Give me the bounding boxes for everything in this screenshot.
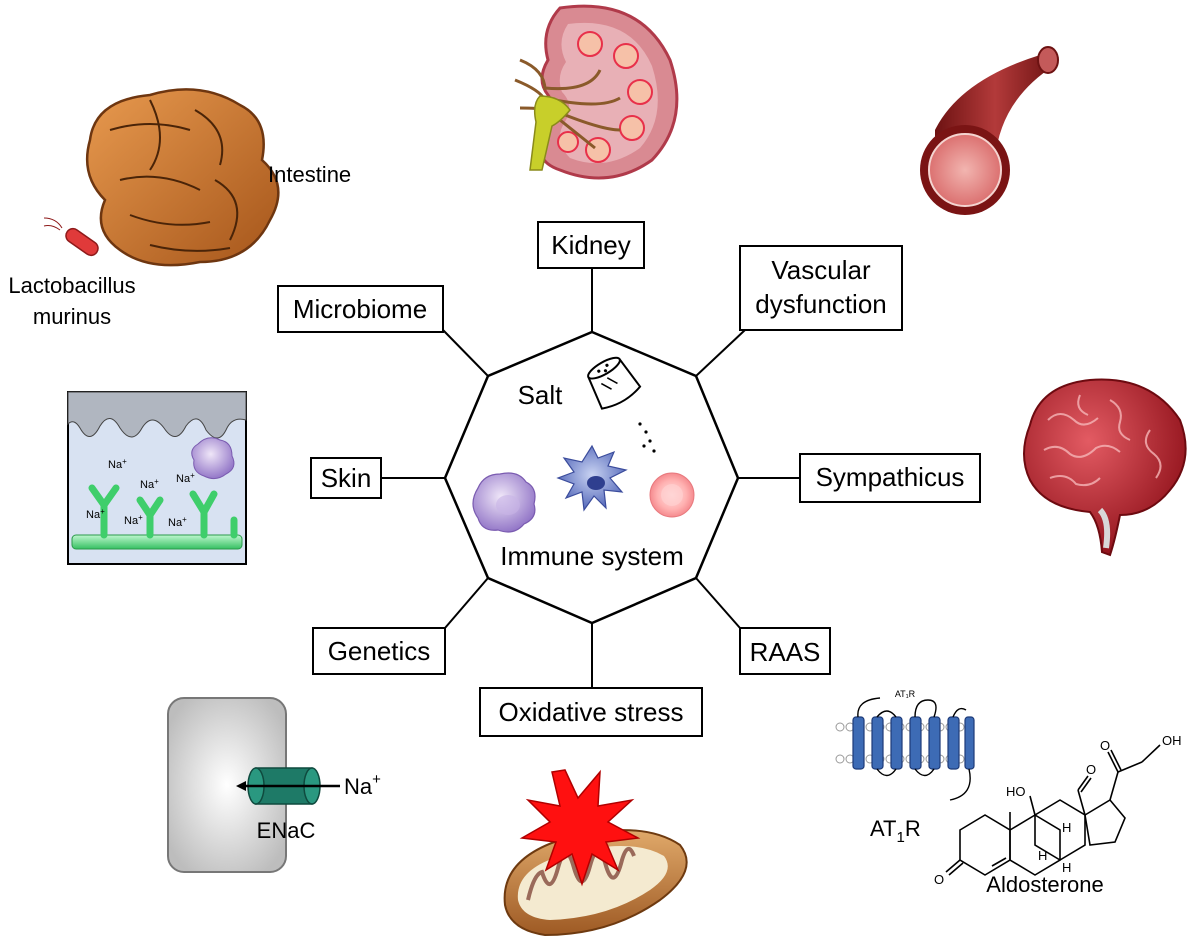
factor-genetics-box: Genetics (312, 627, 446, 675)
receptor-helices (852, 716, 975, 770)
factor-kidney-label: Kidney (551, 230, 631, 260)
factor-vascular-label-line1: Vascular (771, 255, 871, 285)
aldosterone-label: Aldosterone (986, 872, 1103, 897)
red-blood-cell-icon (649, 472, 695, 518)
factor-genetics-label: Genetics (328, 636, 431, 666)
factor-raas-box: RAAS (739, 627, 831, 675)
atom-oh: OH (1162, 733, 1182, 748)
aldosterone-structure (945, 744, 1161, 876)
atom-h-2: H (1038, 848, 1047, 863)
skin-na-2: Na+ (140, 477, 159, 491)
lymphocyte-icon (472, 472, 536, 533)
atom-o-aldehyde: O (1086, 762, 1096, 777)
factor-microbiome-label: Microbiome (293, 294, 427, 324)
factor-skin-label: Skin (321, 463, 372, 493)
kidney-illustration (514, 4, 679, 180)
salt-label: Salt (518, 380, 564, 410)
atom-ho: HO (1006, 784, 1026, 799)
factor-skin-box: Skin (310, 457, 382, 499)
factor-raas-label: RAAS (750, 637, 821, 667)
atom-o-side: O (1100, 738, 1110, 753)
enac-illustration: Na+ ENaC (167, 697, 381, 873)
factor-microbiome-box: Microbiome (277, 285, 444, 333)
atom-o-ketone: O (934, 872, 944, 887)
skin-na-6: Na+ (168, 515, 187, 529)
factor-vascular-box: Vascular dysfunction (739, 245, 903, 331)
spokes (381, 268, 800, 688)
skin-na-1: Na+ (108, 457, 127, 471)
factor-sympathicus-label: Sympathicus (816, 462, 965, 492)
lactobacillus-label-line2: murinus (33, 304, 111, 329)
mitochondrion-illustration (503, 769, 688, 937)
lactobacillus-label-line1: Lactobacillus (8, 273, 135, 298)
at1r-small-label: AT₁R (895, 689, 916, 699)
factor-oxidative-box: Oxidative stress (479, 687, 703, 737)
intestine-illustration: Intestine (85, 88, 351, 267)
salt-grains (638, 422, 656, 453)
factor-kidney-box: Kidney (537, 221, 645, 269)
enac-na-label: Na+ (344, 771, 381, 799)
atom-h-1: H (1062, 820, 1071, 835)
skin-panel-illustration: Na+ Na+ Na+ Na+ Na+ Na+ (67, 391, 247, 565)
factor-sympathicus-box: Sympathicus (799, 453, 981, 503)
atom-h-3: H (1062, 860, 1071, 875)
dendritic-cell-icon (556, 444, 628, 512)
salt-shaker-icon (587, 356, 642, 410)
at1r-label: AT1R (870, 816, 921, 846)
skin-na-5: Na+ (124, 513, 143, 527)
skin-macrophage-icon (191, 437, 235, 480)
enac-label: ENaC (257, 818, 316, 843)
at1r-illustration: AT₁R AT1R (835, 689, 975, 846)
skin-na-4: Na+ (86, 507, 105, 521)
oxidative-burst-icon (519, 769, 641, 887)
lactobacillus-illustration: Lactobacillus murinus (8, 217, 136, 329)
aldosterone-atom-labels: OH O O HO O H H H (934, 733, 1182, 887)
skin-na-labels: Na+ Na+ Na+ Na+ Na+ Na+ (86, 457, 195, 529)
intestine-label: Intestine (268, 162, 351, 187)
skin-na-3: Na+ (176, 471, 195, 485)
blood-vessel-illustration (920, 46, 1059, 215)
factor-oxidative-label: Oxidative stress (499, 697, 684, 727)
immune-system-label: Immune system (500, 541, 684, 571)
central-hub: Salt Immune system (443, 330, 740, 625)
brain-illustration (1023, 378, 1187, 557)
factor-vascular-label-line2: dysfunction (755, 289, 887, 319)
